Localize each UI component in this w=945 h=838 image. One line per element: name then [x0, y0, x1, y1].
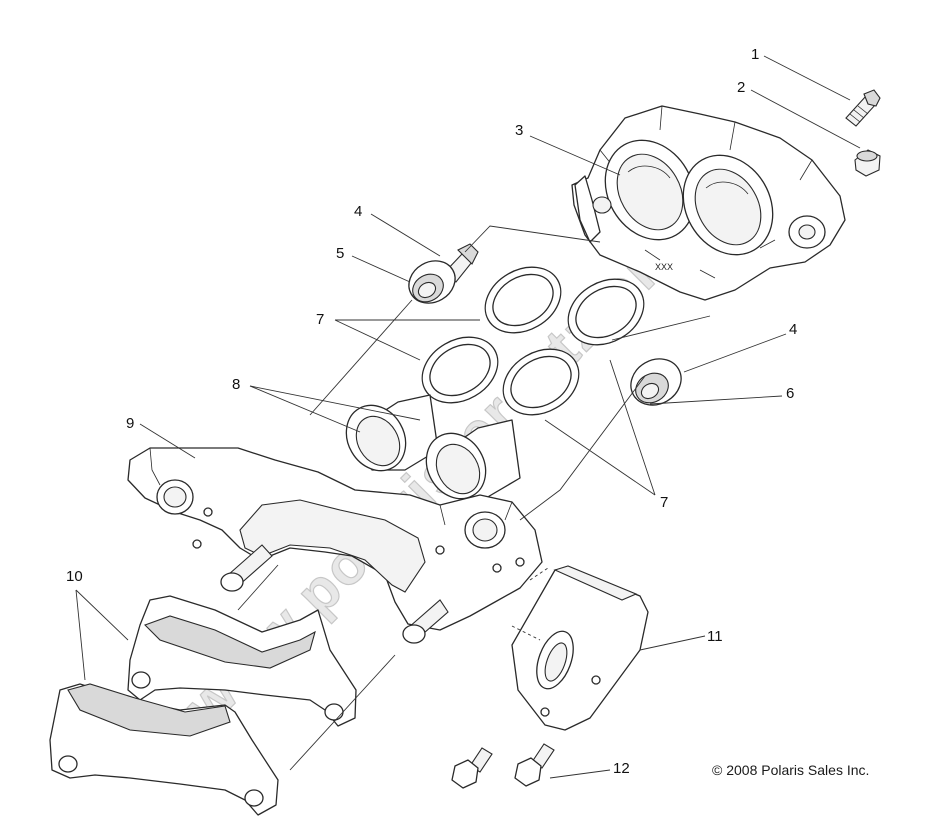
callout-12: 12	[613, 760, 630, 777]
piston-seals	[421, 266, 645, 416]
brake-pads	[49, 595, 357, 816]
bleeder-cap	[854, 149, 881, 177]
callout-4-right: 4	[789, 321, 797, 338]
callout-10: 10	[66, 568, 83, 585]
copyright-notice: © 2008 Polaris Sales Inc.	[712, 762, 870, 778]
callout-4-upper: 4	[354, 203, 362, 220]
callout-8: 8	[232, 376, 240, 393]
caliper-bracket	[127, 447, 543, 644]
callout-1: 1	[751, 46, 759, 63]
pistons	[345, 394, 521, 500]
callout-5: 5	[336, 245, 344, 262]
caliper-marking: XXX	[655, 262, 673, 272]
callout-3: 3	[515, 122, 523, 139]
pin-boot	[408, 260, 456, 304]
assembly-lines	[237, 225, 711, 771]
callout-7-left: 7	[316, 311, 324, 328]
callout-11: 11	[707, 628, 723, 645]
pad-retainer	[511, 565, 649, 731]
caliper-body: XXX	[571, 105, 846, 301]
callout-numbers: 1 2 3 4 5 4 6 7 7 8 9 10 11 12	[66, 46, 797, 777]
callout-7-right: 7	[660, 494, 668, 511]
callout-2: 2	[737, 79, 745, 96]
pin-boot-right	[630, 358, 682, 406]
leader-lines	[75, 55, 861, 779]
callout-6: 6	[786, 385, 794, 402]
mounting-bolts	[451, 743, 555, 789]
callout-9: 9	[126, 415, 134, 432]
bleeder-screw	[845, 89, 881, 127]
